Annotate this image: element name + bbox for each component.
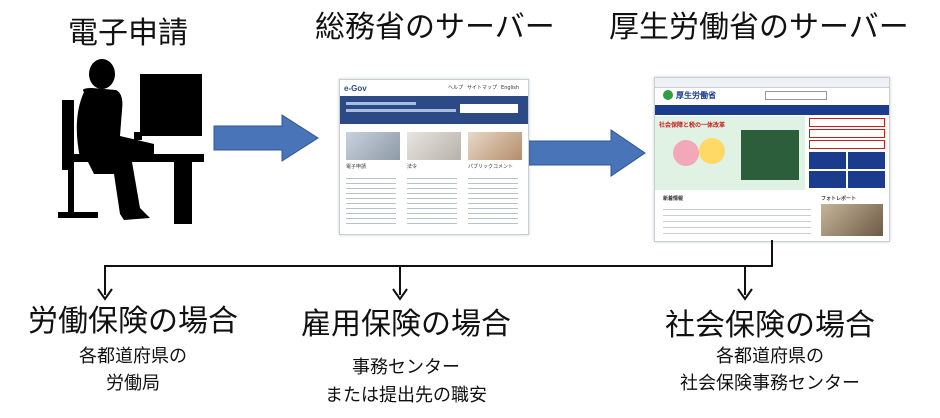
egov-site-screenshot: e-Gov ヘルプ サイトマップ English 電子申請 法令 パブリックコメ…: [339, 79, 529, 235]
case-sub-shakai-2: 社会保険事務センター: [680, 373, 860, 394]
arrow-down-2: [392, 265, 408, 301]
egov-card-title-1: 電子申請: [346, 164, 367, 170]
mhlw-photo-title: フォトレポート: [821, 196, 857, 202]
mhlw-logo: 厚生労働省: [676, 91, 716, 100]
egov-card-title-2: 法令: [407, 164, 418, 170]
egov-nav-sitemap: サイトマップ: [467, 85, 498, 91]
case-sub-koyo-1: 事務センター: [352, 357, 460, 378]
header-mhlw-server: 厚生労働省のサーバー: [609, 10, 909, 45]
mhlw-nav-bar: [655, 105, 889, 115]
mhlw-news-list: [663, 204, 811, 238]
case-sub-rodo-2: 労働局: [106, 373, 160, 394]
connector-horizontal: [104, 265, 773, 267]
mhlw-logo-mark: [663, 90, 673, 100]
header-e-application: 電子申請: [68, 16, 188, 51]
arrow-down-1: [97, 265, 113, 301]
egov-card-image-1: [346, 132, 400, 160]
header-soumu-server: 総務省のサーバー: [315, 10, 555, 45]
egov-hero-banner: [340, 96, 528, 124]
mhlw-search-box: [765, 91, 827, 100]
arrow-right-2: [512, 129, 646, 177]
case-sub-rodo-1: 各都道府県の: [79, 346, 187, 367]
case-title-rodo: 労働保険の場合: [28, 304, 238, 339]
mhlw-quick-links: [809, 152, 885, 188]
egov-nav-english: English: [501, 85, 520, 91]
egov-card-title-3: パブリックコメント: [468, 164, 514, 170]
person-at-computer-icon: [58, 59, 204, 224]
mhlw-photo-image: [821, 204, 883, 236]
mhlw-top-strip: [655, 78, 889, 88]
case-sub-koyo-2: または提出先の職安: [325, 385, 487, 406]
case-title-koyo: 雇用保険の場合: [301, 307, 511, 342]
egov-card-text-3: [468, 174, 518, 224]
case-title-shakai: 社会保険の場合: [665, 308, 875, 343]
egov-card-image-2: [407, 132, 461, 160]
case-sub-shakai-1: 各都道府県の: [716, 346, 824, 367]
egov-logo: e-Gov: [344, 84, 367, 93]
mhlw-banner-text: 社会保障と税の一体改革: [659, 122, 726, 129]
egov-card-image-3: [468, 132, 522, 160]
connector-down: [771, 240, 773, 266]
mhlw-site-screenshot: 厚生労働省 社会保障と税の一体改革 新着情報 フォトレポート: [654, 77, 890, 242]
mhlw-banner: 社会保障と税の一体改革: [655, 116, 805, 190]
egov-card-text-1: [346, 174, 396, 224]
egov-nav-help: ヘルプ: [448, 85, 464, 91]
egov-card-text-2: [407, 174, 457, 224]
mhlw-news-title: 新着情報: [663, 196, 684, 202]
arrow-down-3: [737, 265, 753, 301]
arrow-right-1: [213, 114, 319, 162]
